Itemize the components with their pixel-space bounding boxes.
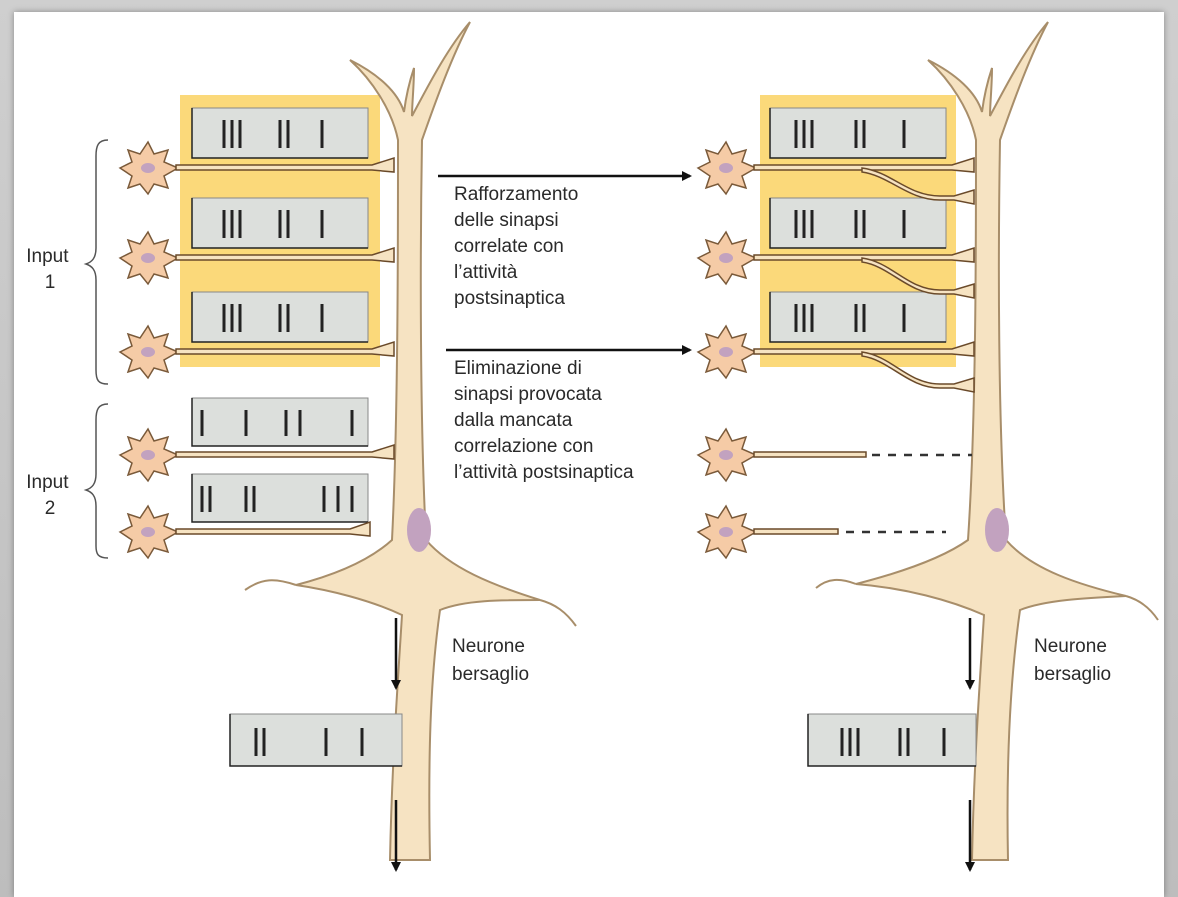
caption-elimination: Eliminazione di sinapsi provocata dalla …: [454, 358, 634, 483]
trace-box-input2-a: [192, 398, 368, 446]
input-neuron: [698, 326, 756, 378]
retracted-axon: [754, 452, 866, 457]
target-dendrite-right: [540, 600, 576, 626]
input-neuron: [120, 429, 178, 481]
caption-strengthening: Rafforzamento delle sinapsi correlate co…: [454, 184, 584, 309]
brace-input1: [86, 140, 108, 384]
input-neuron: [120, 326, 178, 378]
retracted-axon: [754, 529, 838, 534]
trace-box-strengthened-c: [770, 292, 946, 342]
target-nucleus: [407, 508, 431, 552]
trace-box-input1-a: [192, 108, 368, 158]
output-trace-left: [230, 714, 402, 766]
input-neuron: [120, 232, 178, 284]
trace-box-strengthened-b: [770, 198, 946, 248]
axon: [176, 445, 394, 459]
trace-box-input2-b: [192, 474, 368, 522]
input-neuron: [698, 429, 756, 481]
trace-box-input1-c: [192, 292, 368, 342]
input-neuron: [120, 142, 178, 194]
target-dendrite-left: [816, 580, 856, 588]
target-dendrite-right: [1126, 596, 1158, 620]
right-panel: Neurone bersaglio: [698, 22, 1158, 870]
target-label-right: Neurone bersaglio: [1034, 636, 1112, 685]
trace-box-input1-b: [192, 198, 368, 248]
input-neuron: [698, 232, 756, 284]
output-trace-right: [808, 714, 976, 766]
trace-box-strengthened-a: [770, 108, 946, 158]
axon: [176, 522, 370, 536]
input2-label: Input 2: [26, 472, 74, 519]
input-neuron: [120, 506, 178, 558]
input-neuron: [698, 142, 756, 194]
input1-label: Input 1: [26, 246, 74, 293]
target-dendrite-left: [245, 580, 296, 590]
input-neuron: [698, 506, 756, 558]
brace-input2: [86, 404, 108, 558]
target-label-left: Neurone bersaglio: [452, 636, 530, 685]
target-nucleus: [985, 508, 1009, 552]
